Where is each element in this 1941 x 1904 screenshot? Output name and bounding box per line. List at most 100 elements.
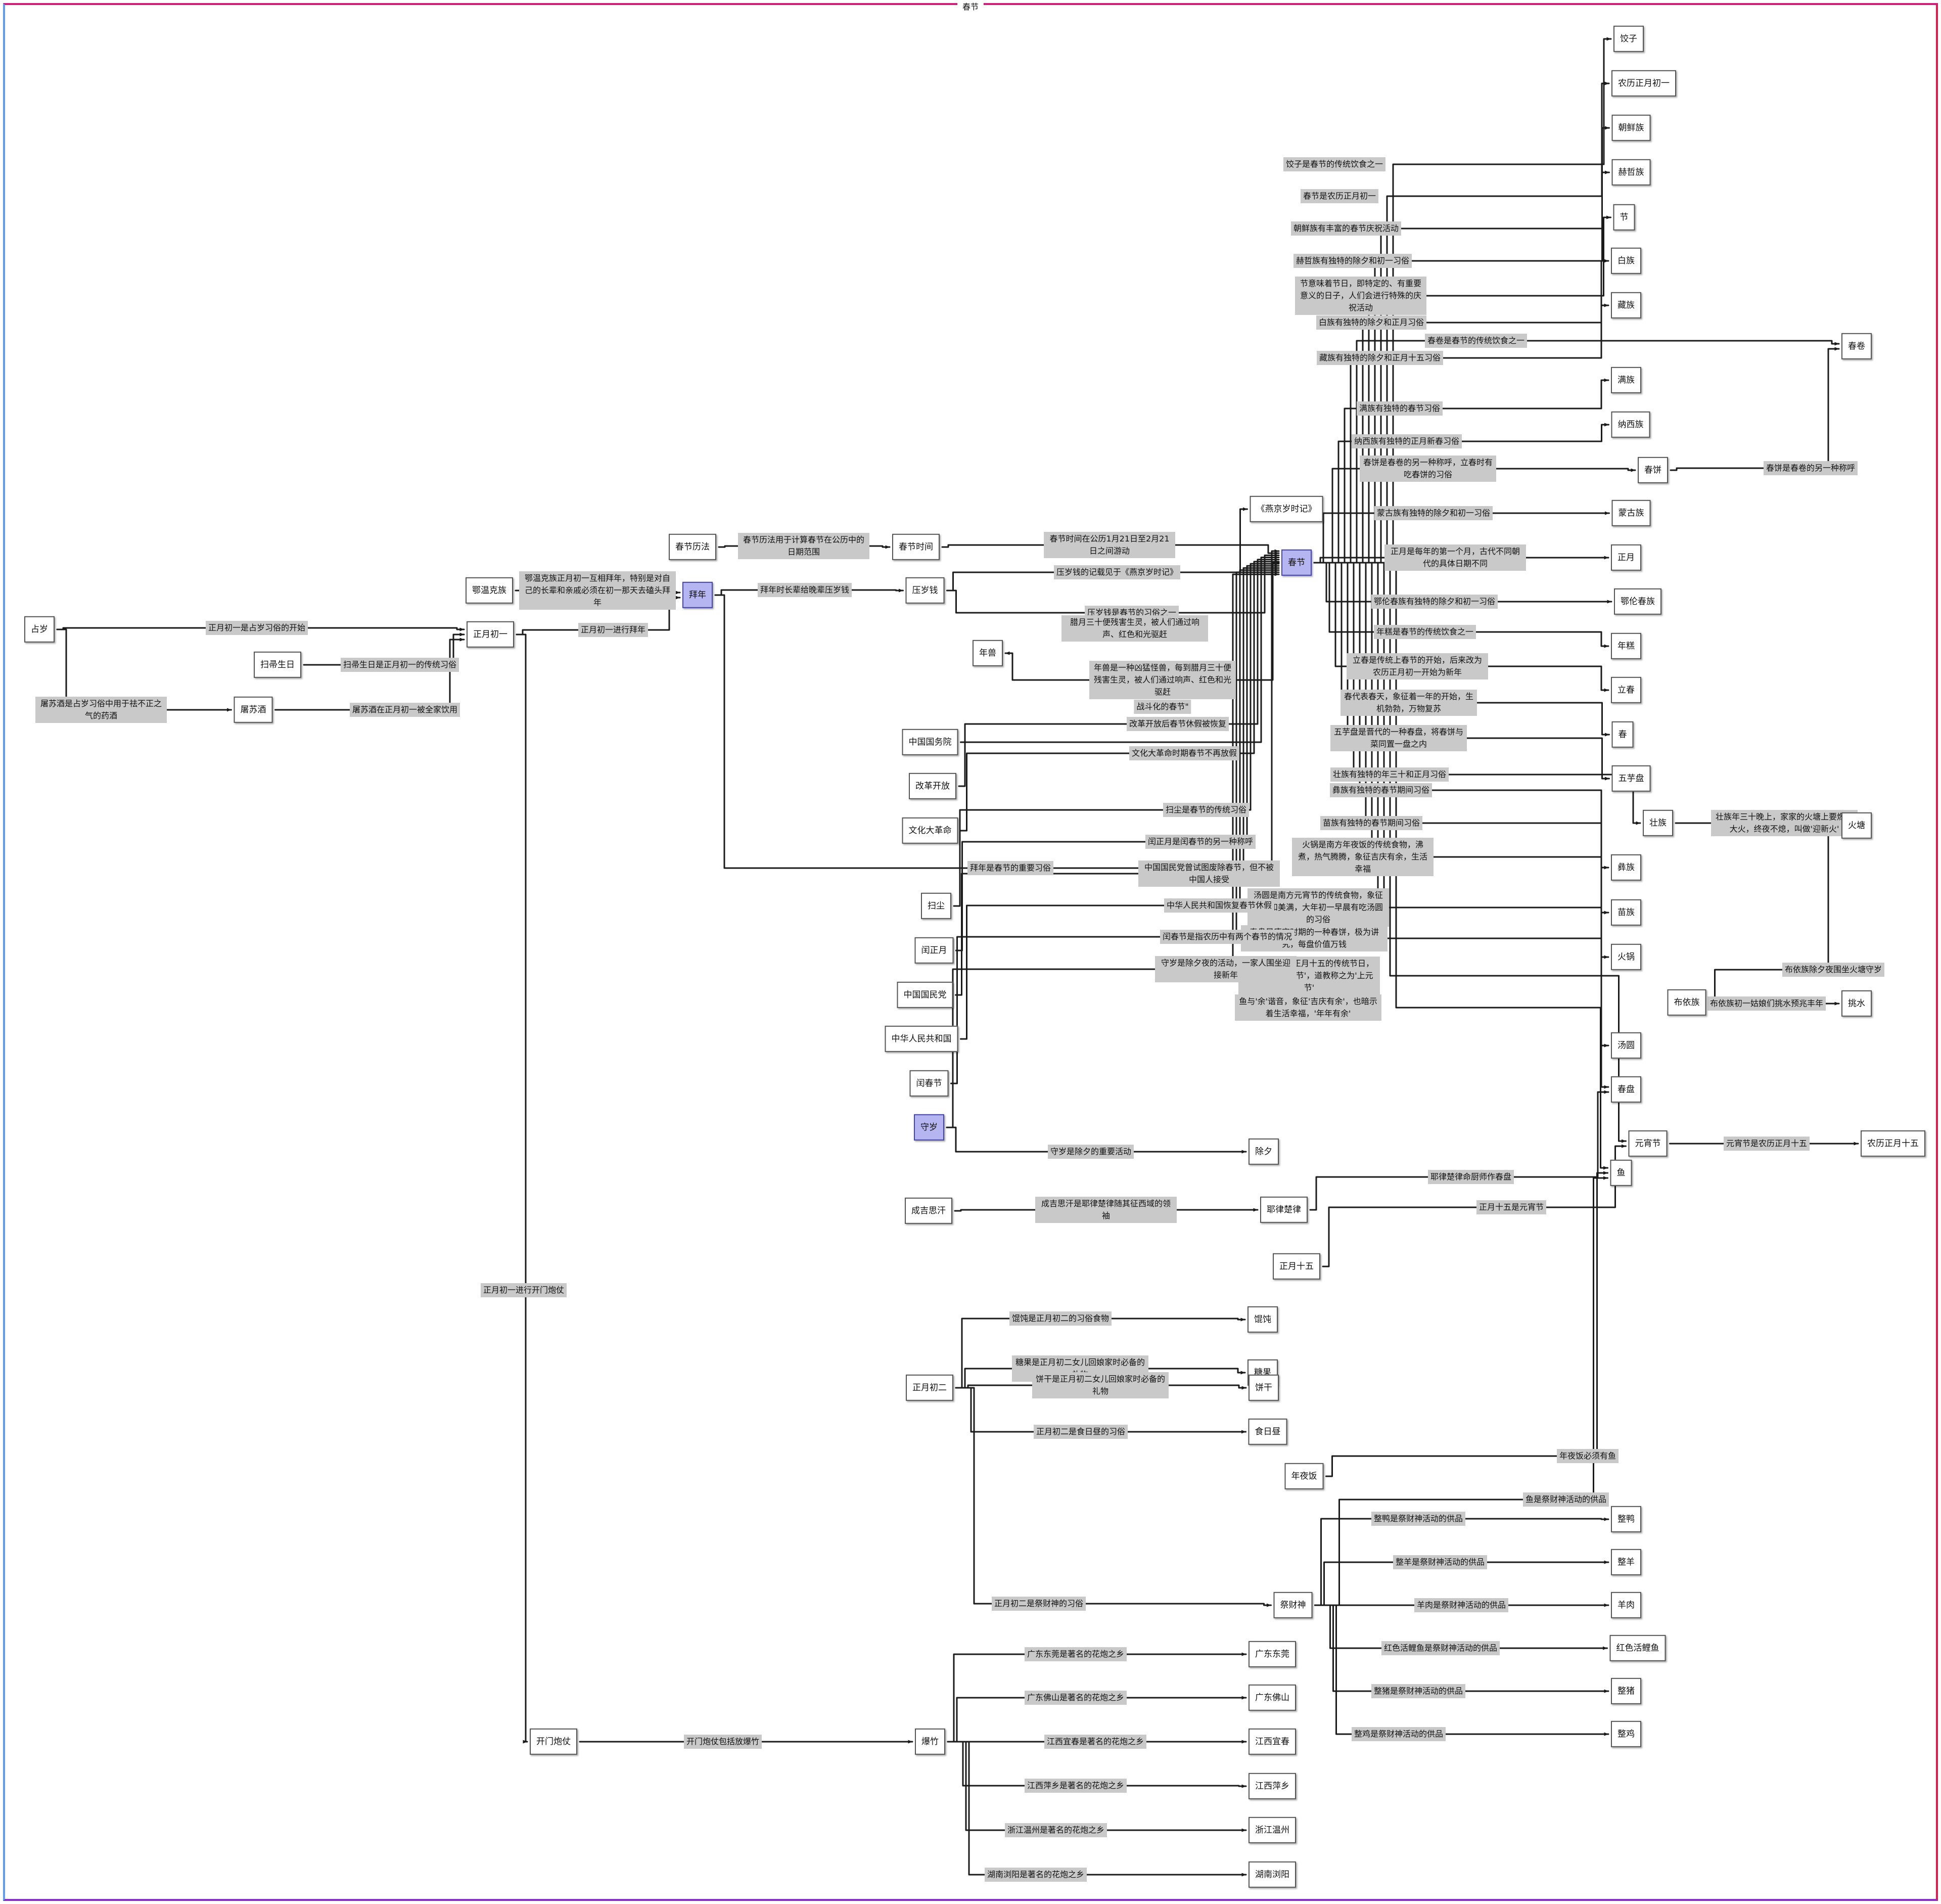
graph-node-n51: 春卷 [1841, 333, 1872, 360]
graph-node-n3: 鄂温克族 [466, 577, 513, 604]
graph-node-n1: 扫帚生日 [254, 651, 301, 678]
graph-node-n12: 文化大革命 [902, 817, 958, 844]
graph-node-n50: 鱼 [1610, 1159, 1632, 1187]
graph-node-n31: 藏族 [1611, 292, 1641, 319]
edge-label: 羊肉是祭财神活动的供品 [1414, 1598, 1509, 1612]
edge-label: 扫尘是春节的传统习俗 [1163, 803, 1250, 817]
graph-node-n27: 朝鲜族 [1611, 114, 1651, 142]
graph-node-n69: 爆竹 [915, 1728, 945, 1755]
edge-path [958, 558, 1280, 787]
edge-label: 红色活鲤鱼是祭财神活动的供品 [1381, 1641, 1500, 1655]
edge-path [516, 633, 528, 1744]
graph-node-n53: 挑水 [1841, 990, 1872, 1017]
edge-label: 壮族有独特的年三十和正月习俗 [1330, 767, 1449, 782]
graph-node-n22: 正月十五 [1273, 1253, 1320, 1280]
edge-label: 彝族有独特的春节期间习俗 [1329, 783, 1432, 797]
graph-node-n52: 火塘 [1841, 812, 1872, 839]
edge-path [1325, 1171, 1608, 1477]
edge-label: 布依族初一姑娘们挑水预兆丰年 [1707, 996, 1826, 1011]
graph-node-n18: 守岁 [914, 1114, 944, 1141]
graph-node-n35: 蒙古族 [1611, 500, 1651, 527]
edge-path [1314, 1176, 1608, 1606]
edge-label: 春代表春天，象征着一年的开始，生机勃勃，万物复苏 [1341, 690, 1477, 716]
edge-label: 朝鲜族有丰富的春节庆祝活动 [1290, 221, 1402, 236]
edge-path [1309, 1090, 1609, 1211]
edge-label: 白族有独特的除夕和正月习俗 [1316, 315, 1427, 330]
graph-node-n42: 壮族 [1643, 809, 1673, 837]
graph-node-n39: 立春 [1611, 676, 1641, 704]
graph-node-n74: 浙江温州 [1249, 1817, 1296, 1844]
graph-node-n23: 《燕京岁时记》 [1250, 495, 1323, 523]
edge-label: 整鸭是祭财神活动的供品 [1371, 1512, 1466, 1526]
graph-node-n21: 耶律楚律 [1260, 1196, 1308, 1223]
edge-label: 鄂温克族正月初一互相拜年，特别是对自己的长辈和亲戚必须在初一那天去磕头拜年 [519, 571, 676, 610]
edge-label: 正月初二是祭财神的习俗 [991, 1597, 1086, 1611]
edge-label: 整羊是祭财神活动的供品 [1393, 1555, 1488, 1569]
graph-node-n55: 馄饨 [1247, 1306, 1278, 1333]
graph-node-n6: 春节历法 [669, 533, 716, 561]
graph-node-n60: 年夜饭 [1284, 1463, 1324, 1490]
graph-node-n41: 五芋盘 [1611, 765, 1651, 792]
edge-label: 元宵节是农历正月十五 [1723, 1137, 1810, 1151]
graph-node-n25: 饺子 [1613, 25, 1644, 53]
edge-label: 中国国民党曾试图废除春节，但不被中国人接受 [1138, 860, 1280, 887]
graph-node-n49: 元宵节 [1628, 1130, 1668, 1157]
graph-node-n44: 苗族 [1611, 899, 1641, 926]
edge-path [1322, 1144, 1627, 1267]
edge-label: 屠苏酒是占岁习俗中用于祛不正之气的药酒 [35, 697, 167, 723]
edge-label: 湖南浏阳是著名的花炮之乡 [984, 1868, 1087, 1882]
edge-label: 成吉思汗是耶律楚律随其征西域的领袖 [1035, 1197, 1177, 1223]
graph-node-n24: 春节 [1281, 549, 1312, 576]
edge-path [960, 560, 1280, 832]
edge-label: 立春是传统上春节的开始，后来改为农历正月初一开始为新年 [1347, 653, 1488, 679]
edge-label: 整鸡是祭财神活动的供品 [1351, 1727, 1446, 1741]
edge-label: 闰正月是闰春节的另一种称呼 [1145, 835, 1256, 849]
edge-label: 广东东莞是著名的花炮之乡 [1024, 1647, 1127, 1661]
graph-node-n43: 彝族 [1611, 854, 1641, 881]
edge-label: 广东佛山是著名的花炮之乡 [1024, 1691, 1127, 1705]
edge-label: 满族有独特的春节习俗 [1356, 401, 1443, 416]
edge-path [1314, 1604, 1609, 1736]
edge-label: 扫帚生日是正月初一的传统习俗 [340, 658, 459, 672]
edge-path [955, 1387, 1272, 1607]
graph-node-n8: 压岁钱 [905, 577, 945, 604]
edge-path [1670, 347, 1840, 471]
graph-node-n57: 正月初二 [906, 1374, 953, 1401]
edge-label: 火锅是南方年夜饭的传统食物，沸煮，热气腾腾，象征吉庆有余，生活幸福 [1292, 838, 1434, 876]
graph-node-n0: 占岁 [24, 616, 55, 643]
edge-label: 耶律楚律命厨师作春盘 [1427, 1170, 1514, 1184]
graph-node-n59: 食日昼 [1248, 1418, 1287, 1445]
graph-node-n7: 春节时间 [892, 533, 940, 561]
graph-node-n5: 拜年 [682, 581, 713, 609]
edge-label: 正月初一进行开门炮仗 [480, 1283, 567, 1297]
edge-label: 整猪是祭财神活动的供品 [1371, 1684, 1466, 1698]
graph-node-n26: 农历正月初一 [1611, 70, 1676, 97]
graph-node-n9: 年兽 [973, 640, 1003, 667]
graph-node-n67: 整鸡 [1611, 1720, 1641, 1748]
graph-node-n28: 赫哲族 [1611, 159, 1651, 186]
graph-node-n64: 羊肉 [1611, 1592, 1641, 1619]
graph-node-n63: 整羊 [1611, 1549, 1641, 1576]
edge-path [1313, 562, 1608, 1170]
graph-node-n16: 中华人民共和国 [885, 1025, 958, 1053]
graph-node-n2: 屠苏酒 [234, 696, 273, 723]
edge-label: 藏族有独特的除夕和正月十五习俗 [1316, 351, 1444, 365]
edge-label: 鱼是祭财神活动的供品 [1522, 1492, 1609, 1507]
edge-label: 正月初一是占岁习俗的开始 [205, 621, 308, 635]
graph-node-n45: 火锅 [1611, 943, 1641, 971]
edge-label: 壮族年三十晚上，家家的火塘上要燃起大火，终夜不熄，叫做'迎新火' [1711, 810, 1858, 836]
edge-label: 春节时间在公历1月21日至2月21日之间游动 [1044, 532, 1175, 558]
graph-node-n34: 春饼 [1638, 457, 1668, 484]
graph-node-n70: 广东东莞 [1249, 1641, 1296, 1668]
graph-node-n46: 布依族 [1667, 989, 1706, 1016]
graph-node-n10: 中国国务院 [902, 729, 958, 756]
edge-label: 正月初一进行拜年 [578, 623, 649, 637]
edge-label: 鱼与'余'谐音，象征'吉庆有余'，也暗示着生活幸福，'年年有余' [1235, 994, 1381, 1021]
edge-path [954, 1208, 1259, 1212]
edge-label: 江西萍乡是著名的花炮之乡 [1024, 1779, 1127, 1793]
graph-node-n38: 年糕 [1611, 632, 1641, 660]
edge-path [946, 553, 1280, 614]
edge-label: 春饼是春卷的另一种称呼 [1763, 461, 1858, 475]
graph-node-n54: 农历正月十五 [1861, 1130, 1925, 1157]
edge-label: 文化大革命时期春节不再放假 [1129, 746, 1240, 760]
